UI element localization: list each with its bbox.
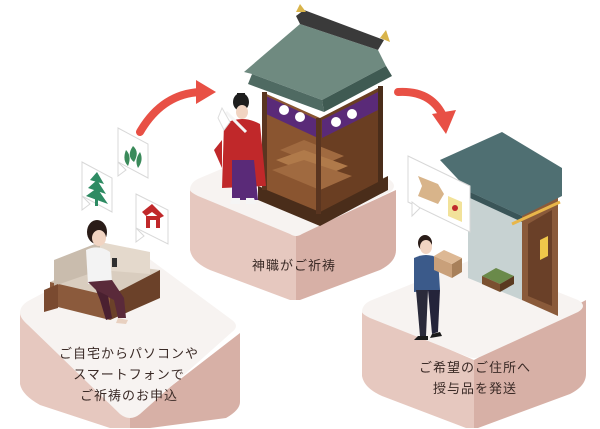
step-2-caption: 神職がご祈祷 — [196, 256, 392, 277]
amulet-bubble-icon — [407, 155, 471, 233]
shrine-app-icon — [135, 193, 169, 245]
step-1-line-2: スマートフォンで — [73, 368, 185, 383]
step-3-line-2: 授与品を発送 — [432, 382, 517, 397]
person-with-phone — [86, 220, 128, 324]
shrine-building — [244, 4, 392, 226]
leaf-app-icon — [117, 127, 149, 179]
priest — [214, 93, 266, 204]
courier-with-package — [414, 235, 462, 340]
arrow-step2-to-step3 — [394, 87, 456, 134]
tree-app-icon — [81, 161, 113, 213]
step-1-line-1: ご自宅からパソコンや — [58, 347, 199, 362]
step-3-caption: ご希望のご住所へ 授与品を発送 — [370, 358, 580, 400]
house-entrance — [440, 132, 562, 316]
step-3-line-1: ご希望のご住所へ — [418, 361, 531, 376]
arrow-step1-to-step2 — [136, 80, 216, 136]
step-2-line-1: 神職がご祈祷 — [251, 259, 336, 274]
step-1-caption: ご自宅からパソコンや スマートフォンで ご祈祷のお申込 — [26, 344, 232, 407]
step-1-line-3: ご祈祷のお申込 — [79, 389, 178, 404]
